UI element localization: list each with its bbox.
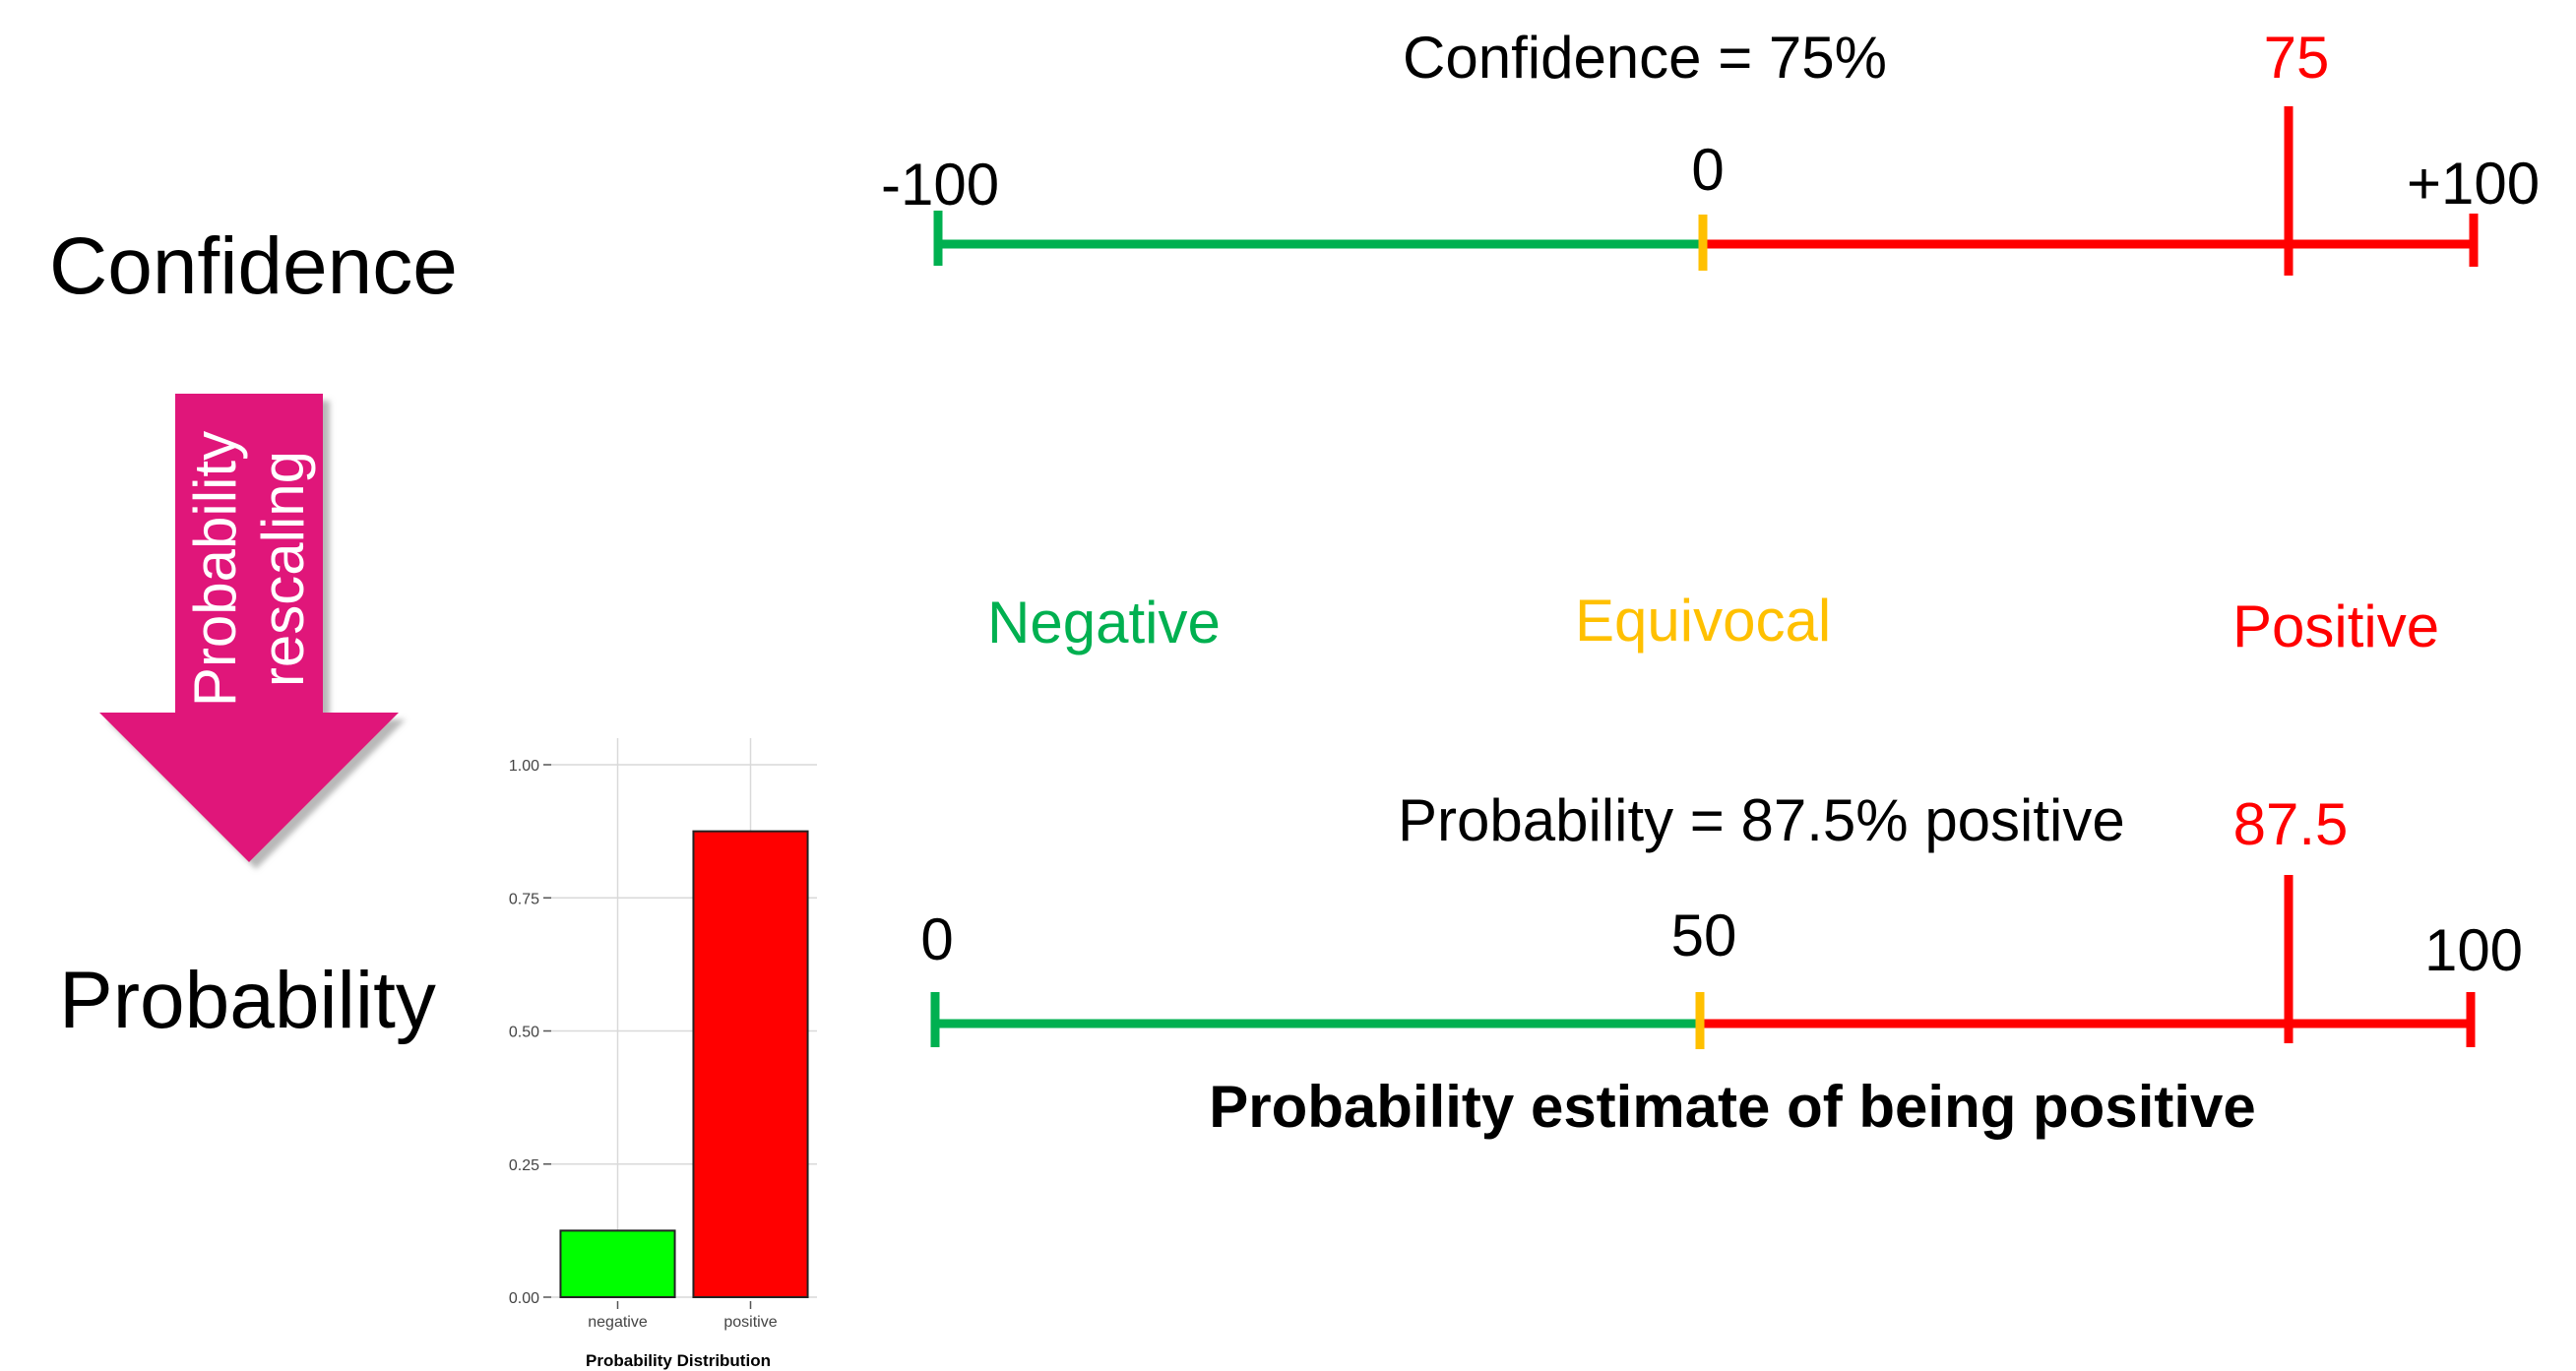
bar-chart-y-tick-label: 0.50 [509, 1025, 539, 1041]
probability-max-label: 100 [2423, 917, 2524, 983]
bar-chart-x-tick-label: positive [723, 1314, 777, 1331]
probability-title: Probability = 87.5% positive [1398, 787, 2125, 853]
bar-chart-y-ticks: 0.00 0.25 0.50 0.75 1.00 [509, 758, 551, 1307]
bar-negative [559, 1229, 676, 1298]
category-positive: Positive [2232, 593, 2440, 659]
confidence-mid-label: 0 [1691, 137, 1725, 203]
confidence-label: Confidence [49, 221, 458, 311]
category-negative: Negative [987, 590, 1221, 655]
bar-chart-y-tick-label: 0.00 [509, 1290, 539, 1307]
probability-mid-label: 50 [1670, 903, 1737, 968]
probability-caption: Probability estimate of being positive [1209, 1074, 2256, 1140]
bar-chart-x-ticks: negative positive [588, 1301, 778, 1331]
probability-min-label: 0 [920, 906, 954, 972]
category-equivocal: Equivocal [1575, 588, 1832, 654]
bar-chart-y-tick-label: 0.25 [509, 1157, 539, 1174]
bar-positive [692, 830, 809, 1298]
confidence-marker-label: 75 [2263, 25, 2330, 91]
bar-chart-bars [559, 830, 809, 1298]
confidence-min-label: -100 [881, 152, 1000, 218]
probability-marker-label: 87.5 [2232, 791, 2349, 857]
confidence-scale [933, 106, 2479, 276]
probability-label: Probability [59, 956, 436, 1045]
confidence-title: Confidence = 75% [1403, 25, 1888, 91]
bar-chart-y-tick-label: 1.00 [509, 758, 539, 775]
probability-scale [930, 875, 2476, 1049]
confidence-max-label: +100 [2407, 151, 2541, 217]
bar-chart-x-tick-label: negative [588, 1314, 648, 1331]
bar-chart-x-label: Probability Distribution [586, 1351, 771, 1370]
bar-chart-y-tick-label: 0.75 [509, 891, 539, 907]
